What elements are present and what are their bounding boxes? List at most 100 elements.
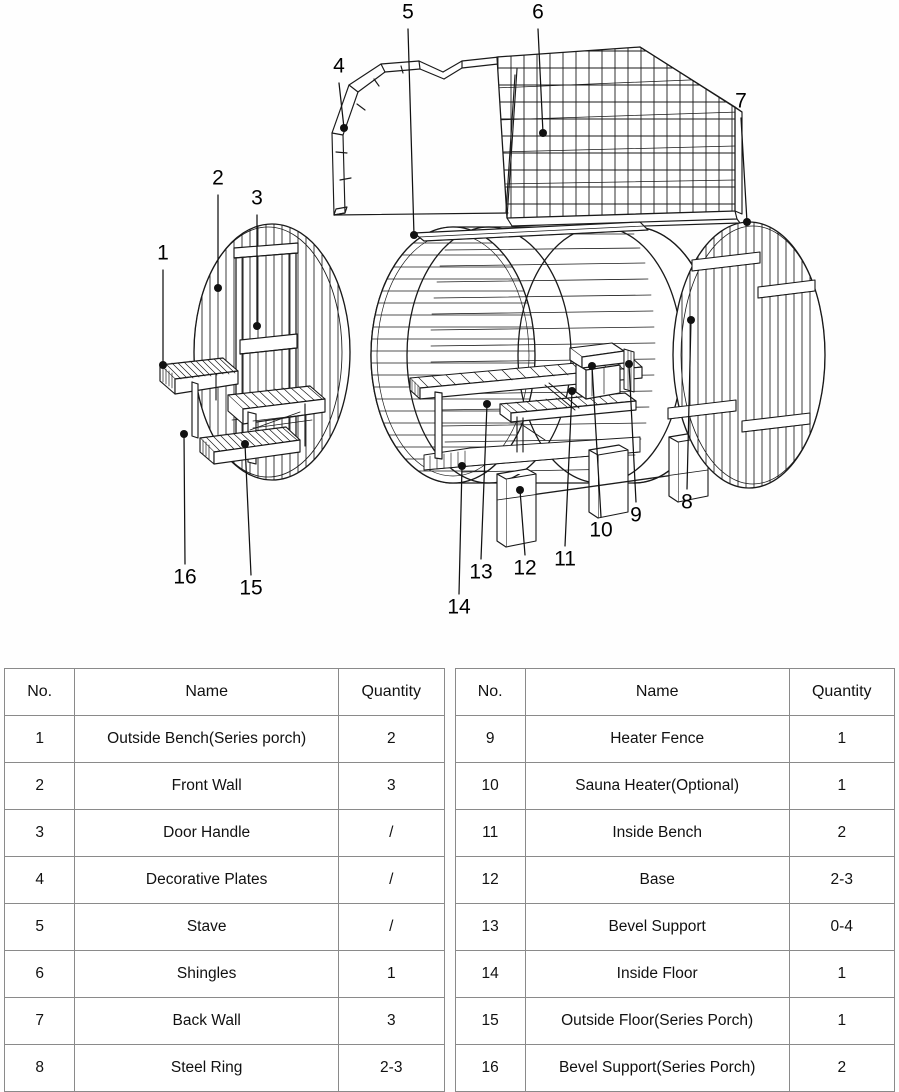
cell-no: 15 [454,997,526,1045]
table-row: 11 Inside Bench 2 [454,809,896,857]
parts-table-left: No. Name Quantity 1 Outside Bench(Series… [3,668,445,1092]
cell-name: Inside Bench [524,809,790,857]
table-row: 3 Door Handle / [3,809,445,857]
outside-bench-upper [159,357,239,439]
cell-no: 2 [3,762,76,810]
cell-qty: 1 [788,997,896,1045]
cell-qty: 2-3 [788,856,896,904]
callout-label-15: 15 [239,577,262,600]
callout-numbers: 1 2 3 4 5 6 7 8 9 10 11 12 13 14 15 16 [157,1,747,619]
cell-name: Inside Floor [524,950,790,998]
leader-dots [159,124,751,494]
cell-no: 11 [454,809,526,857]
header-name: Name [524,668,790,716]
table-row: 15 Outside Floor(Series Porch) 1 [454,997,896,1045]
cell-name: Stave [74,903,340,951]
bevel-supports [520,382,580,441]
cell-no: 3 [3,809,76,857]
cell-qty: 1 [338,950,445,998]
table-row: 14 Inside Floor 1 [454,950,896,998]
back-wall-braces [667,251,816,433]
parts-tables: No. Name Quantity 1 Outside Bench(Series… [0,668,899,1092]
cell-name: Sauna Heater(Optional) [524,762,790,810]
cell-qty: 0-4 [788,903,896,951]
cell-qty: 3 [338,997,445,1045]
callout-label-2: 2 [212,167,224,190]
table-header-row: No. Name Quantity [454,668,896,716]
barrel-interior [409,342,643,471]
cell-qty: 2 [788,1044,896,1092]
cell-name: Outside Bench(Series porch) [74,715,340,763]
cell-no: 13 [454,903,526,951]
table-row: 12 Base 2-3 [454,856,896,904]
callout-label-3: 3 [251,187,263,210]
callout-label-6: 6 [532,1,544,24]
porch-assembly [159,357,326,465]
cell-name: Shingles [74,950,340,998]
cell-name: Door Handle [74,809,340,857]
cell-name: Front Wall [74,762,340,810]
cell-no: 9 [454,715,526,763]
cell-qty: 1 [788,950,896,998]
cell-no: 4 [3,856,76,904]
callout-label-1: 1 [157,242,169,265]
cell-qty: / [338,856,445,904]
roof-assembly [331,46,743,231]
cell-qty: 3 [338,762,445,810]
cell-no: 5 [3,903,76,951]
cell-name: Bevel Support(Series Porch) [524,1044,790,1092]
table-row: 8 Steel Ring 2-3 [3,1044,445,1092]
cell-no: 6 [3,950,76,998]
cell-name: Decorative Plates [74,856,340,904]
leader-lines [162,28,748,595]
cell-qty: / [338,903,445,951]
callout-label-14: 14 [447,596,471,619]
callout-label-10: 10 [589,519,612,542]
outside-floor-platform [199,426,301,465]
table-row: 7 Back Wall 3 [3,997,445,1045]
cell-qty: 2 [788,809,896,857]
table-row: 6 Shingles 1 [3,950,445,998]
callout-label-7: 7 [735,90,747,113]
header-no: No. [3,668,76,716]
cell-name: Back Wall [74,997,340,1045]
callout-label-5: 5 [402,1,414,24]
header-no: No. [454,668,526,716]
exploded-assembly-diagram: 1 2 3 4 5 6 7 8 9 10 11 12 13 14 15 16 [157,1,826,619]
cell-qty: 2-3 [338,1044,445,1092]
header-name: Name [74,668,340,716]
cell-qty: 1 [788,762,896,810]
barrel-body [370,221,717,484]
callout-label-11: 11 [554,548,576,571]
table-row: 4 Decorative Plates / [3,856,445,904]
cell-no: 1 [3,715,76,763]
table-row: 2 Front Wall 3 [3,762,445,810]
cell-qty: 2 [338,715,445,763]
table-header-row: No. Name Quantity [3,668,445,716]
back-wall-assembly [667,221,826,489]
shingle-roof-panel [496,46,743,231]
cell-no: 10 [454,762,526,810]
cell-qty: 1 [788,715,896,763]
cell-name: Outside Floor(Series Porch) [524,997,790,1045]
table-row: 13 Bevel Support 0-4 [454,903,896,951]
cell-no: 12 [454,856,526,904]
callout-label-13: 13 [469,561,492,584]
sauna-heater [569,342,625,400]
callout-label-4: 4 [333,55,345,78]
table-row: 9 Heater Fence 1 [454,715,896,763]
cell-no: 14 [454,950,526,998]
cell-no: 7 [3,997,76,1045]
base-supports [496,431,709,548]
table-row: 10 Sauna Heater(Optional) 1 [454,762,896,810]
callout-label-12: 12 [513,557,536,580]
parts-table-right: No. Name Quantity 9 Heater Fence 1 10 Sa… [454,668,896,1092]
header-qty: Quantity [338,668,445,716]
header-qty: Quantity [788,668,896,716]
cell-name: Bevel Support [524,903,790,951]
callout-label-8: 8 [681,491,693,514]
cell-no: 16 [454,1044,526,1092]
callout-label-16: 16 [173,566,196,589]
cell-qty: / [338,809,445,857]
